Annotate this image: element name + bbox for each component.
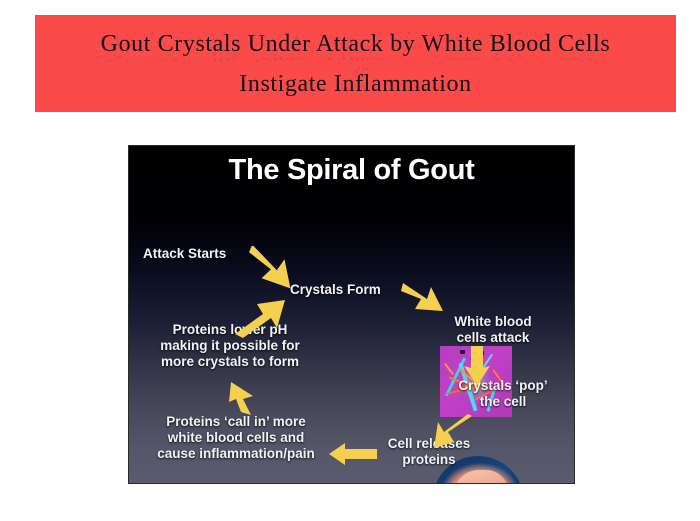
title-line-1: Gout Crystals Under Attack by White Bloo…: [100, 30, 611, 57]
arrow-cell-releases-to-proteins-call-in-icon: [329, 442, 377, 466]
arrow-attack-starts-to-crystals-icon: [247, 246, 303, 292]
label-crystals-form: Crystals Form: [290, 282, 381, 297]
label-white-blood-cells-attack: White blood cells attack: [454, 314, 532, 345]
label-proteins-call-in: Proteins ‘call in’ more white blood cell…: [157, 414, 315, 461]
diagram-heading: The Spiral of Gout: [228, 154, 475, 186]
arrow-wbc-attack-to-crystals-pop-icon: [463, 346, 491, 386]
title-line-2: Instigate Inflammation: [239, 70, 472, 97]
arrow-proteins-call-in-to-proteins-ph-icon: [229, 382, 257, 416]
arrow-crystals-to-wbc-attack-icon: [401, 279, 445, 317]
label-crystals-pop: Crystals ‘pop’ the cell: [458, 378, 548, 409]
arrow-crystals-pop-to-cell-releases-icon: [434, 414, 474, 450]
arrow-proteins-ph-to-crystals-icon: [233, 294, 289, 338]
title-banner: Gout Crystals Under Attack by White Bloo…: [35, 15, 676, 112]
spiral-of-gout-diagram: The Spiral of Gout Attack Starts Crystal…: [128, 145, 575, 484]
label-proteins-lower-ph: Proteins lower pH making it possible for…: [160, 322, 300, 369]
label-attack-starts: Attack Starts: [143, 246, 227, 261]
